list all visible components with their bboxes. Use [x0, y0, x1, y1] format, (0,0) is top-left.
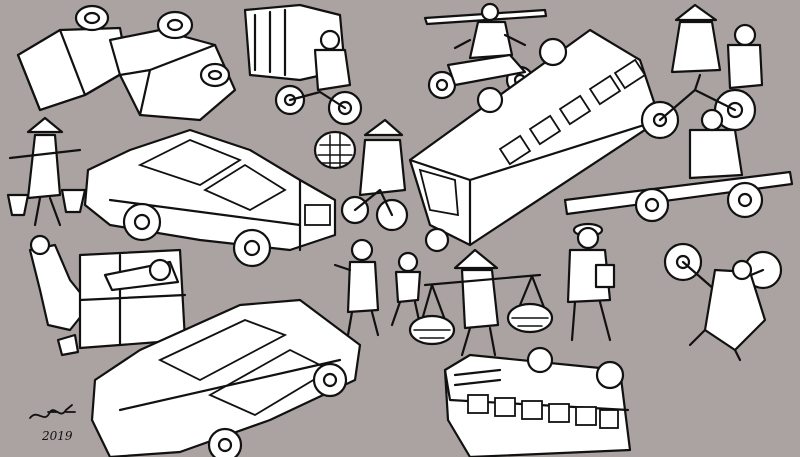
- sedan-car-lower: [90, 298, 362, 457]
- car-window: [203, 163, 287, 212]
- car-windshield: [137, 139, 242, 186]
- basket: [6, 193, 30, 217]
- overturned-bus-lower: [443, 346, 632, 457]
- long-log: [563, 170, 794, 216]
- bag: [594, 263, 616, 289]
- pedestrians-walking: [333, 238, 422, 337]
- car-grille: [304, 204, 331, 226]
- signature-year: 2019: [41, 429, 73, 443]
- street-vendor-left: [6, 116, 87, 227]
- wheel: [634, 187, 670, 223]
- bus-window: [575, 406, 597, 426]
- bus-window: [599, 409, 619, 429]
- conical-hat: [453, 248, 499, 270]
- fallen-cyclist-right: [663, 242, 783, 362]
- artist-signature: 2019: [29, 404, 76, 443]
- vendor-with-carrying-pole: [408, 248, 554, 357]
- wheel: [122, 202, 162, 242]
- wheel: [538, 37, 568, 67]
- motorbike-carrying-log: [563, 108, 794, 223]
- fallen-person-with-cart: [28, 234, 187, 357]
- wheel: [312, 362, 348, 398]
- wheel: [207, 427, 243, 457]
- wheel: [726, 181, 764, 219]
- wheel: [595, 360, 625, 390]
- overturned-cargo-boxes: [16, 4, 237, 122]
- bus-window: [548, 403, 570, 423]
- bus-window: [467, 394, 489, 414]
- basket: [313, 130, 357, 170]
- conical-hat: [26, 116, 64, 134]
- wheel: [199, 62, 231, 88]
- bus-window: [521, 400, 543, 420]
- bus-windshield: [418, 168, 459, 217]
- conical-hat: [674, 3, 718, 22]
- sedan-car-upper: [83, 128, 337, 268]
- wheel: [74, 4, 110, 32]
- overturned-bus: [408, 28, 662, 253]
- conical-hat: [363, 118, 404, 137]
- cyclists-top-right: [640, 3, 764, 140]
- bus-window: [494, 397, 516, 417]
- basket: [60, 188, 87, 214]
- wheel: [476, 86, 504, 114]
- rider-head: [319, 29, 341, 51]
- wheel: [424, 227, 450, 253]
- wheel: [526, 346, 554, 374]
- man-with-hat-and-bag: [566, 222, 616, 342]
- wheel: [156, 10, 194, 40]
- car-windshield: [157, 319, 288, 382]
- wheel: [232, 228, 272, 268]
- cyclist-with-basket: [313, 118, 409, 232]
- cyclo-rickshaw: [243, 3, 363, 126]
